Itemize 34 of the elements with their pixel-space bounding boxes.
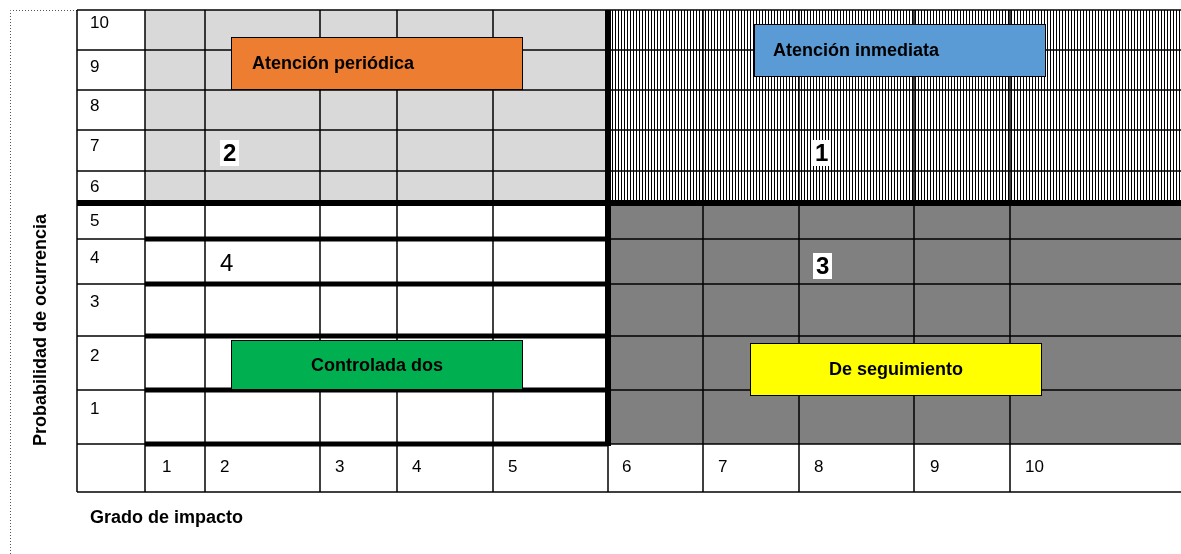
category-label: Controlada dos [311, 354, 443, 376]
category-label: Atención inmediata [773, 40, 940, 61]
axis-tick-label: 7 [90, 137, 100, 154]
axis-tick-label: 2 [220, 458, 230, 475]
axis-tick-label: 8 [90, 97, 100, 114]
axis-tick-label: 8 [814, 458, 824, 475]
axis-tick-label: 1 [90, 400, 100, 417]
zone-number: 4 [220, 251, 234, 275]
category-label-box [231, 37, 523, 90]
axis-tick-label: 10 [90, 14, 109, 31]
zone-number: 2 [220, 140, 240, 166]
category-label-box [750, 343, 1042, 396]
axis-tick-label: 6 [622, 458, 632, 475]
category-label-box [754, 24, 1046, 77]
axis-tick-label: 9 [90, 58, 100, 75]
category-label: De seguimiento [829, 359, 963, 380]
axis-tick-label: 9 [930, 458, 940, 475]
axis-tick-label: 3 [335, 458, 345, 475]
axis-title: Grado de impacto [90, 508, 244, 526]
category-label-box [231, 340, 523, 390]
axis-tick-label: 2 [90, 347, 100, 364]
zone-number: 1 [812, 140, 832, 166]
axis-tick-label: 4 [90, 249, 100, 266]
axis-tick-label: 7 [718, 458, 728, 475]
axis-tick-label: 10 [1025, 458, 1044, 475]
category-label: Atención periódica [252, 53, 415, 74]
axis-title: Probabilidad de ocurrencia [31, 213, 49, 447]
axis-tick-label: 5 [90, 212, 100, 229]
axis-tick-label: 4 [412, 458, 422, 475]
axis-tick-label: 1 [162, 458, 172, 475]
zone-number: 3 [813, 253, 833, 279]
axis-tick-label: 6 [90, 178, 100, 195]
axis-tick-label: 5 [508, 458, 518, 475]
axis-tick-label: 3 [90, 293, 100, 310]
